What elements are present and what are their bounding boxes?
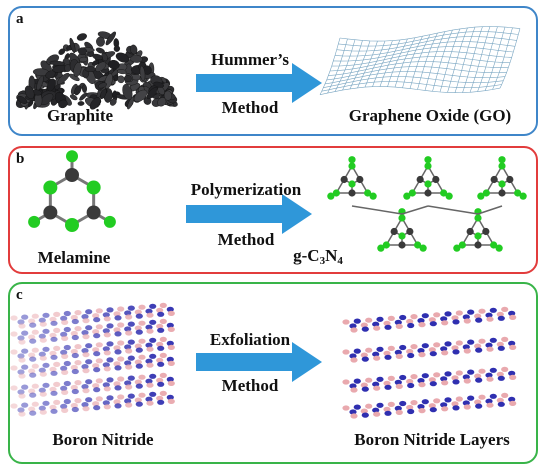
gc3n4-label: g-C3N4 xyxy=(293,246,343,267)
gc3n4-prefix: g-C xyxy=(293,246,320,265)
gc3n4-mid: N xyxy=(325,246,338,265)
method-a-top: Hummer’s xyxy=(210,50,290,69)
boron-nitride-layers-label: Boron Nitride Layers xyxy=(354,430,510,449)
graphite-label: Graphite xyxy=(46,106,114,125)
panel-letter-a: a xyxy=(16,11,24,27)
panel-letter-b: b xyxy=(16,151,25,167)
graphene-oxide-label: Graphene Oxide (GO) xyxy=(348,106,512,125)
method-c-bottom: Method xyxy=(221,376,279,395)
panel-letter-c: c xyxy=(16,287,23,303)
gc3n4-sub2: 4 xyxy=(337,255,343,267)
boron-nitride-label: Boron Nitride xyxy=(52,430,154,449)
method-b-top: Polymerization xyxy=(190,180,302,199)
gc3n4-sub1: 3 xyxy=(319,255,326,267)
method-a-bottom: Method xyxy=(221,98,279,117)
melamine-label: Melamine xyxy=(37,248,111,267)
method-c-top: Exfoliation xyxy=(209,330,291,349)
method-b-bottom: Method xyxy=(217,230,275,249)
